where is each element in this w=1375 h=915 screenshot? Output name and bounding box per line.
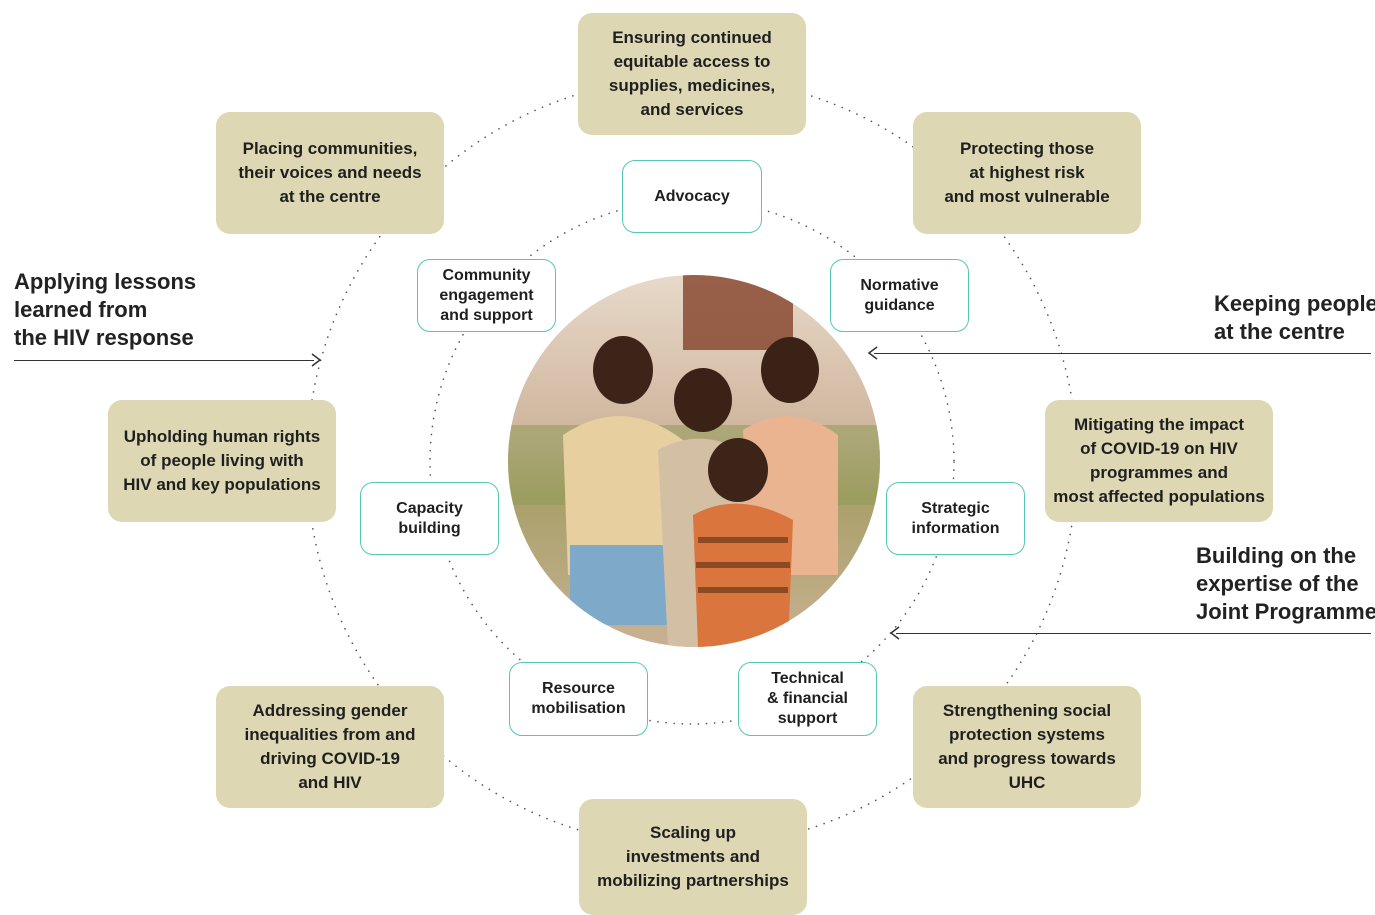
outer-box-line: their voices and needs [238, 163, 422, 182]
inner-box-line: Advocacy [654, 187, 730, 205]
inner-box-line: engagement [439, 286, 534, 304]
inner-box-advocacy: Advocacy [622, 160, 762, 233]
inner-box-capacity-building: Capacity building [360, 482, 499, 555]
outer-box-line: at highest risk [969, 163, 1085, 182]
outer-box-line: programmes and [1090, 463, 1228, 482]
inner-box-line: mobilisation [531, 700, 626, 717]
heading-applying-lessons: Applying lessons learned from the HIV re… [14, 268, 196, 352]
outer-box-line: Placing communities, [242, 139, 418, 158]
outer-box-line: mobilizing partnerships [597, 871, 789, 890]
inner-box-community-engagement: Community engagement and support [417, 259, 556, 332]
outer-box-line: supplies, medicines, [608, 76, 776, 95]
outer-box-human-rights: Upholding human rights of people living … [108, 400, 336, 522]
heading-line: at the centre [1214, 319, 1345, 344]
inner-box-line: and support [440, 306, 533, 324]
heading-line: expertise of the [1196, 571, 1359, 596]
heading-line: Joint Programme [1196, 599, 1375, 624]
inner-box-line: Strategic [921, 499, 990, 517]
heading-line: Building on the [1196, 543, 1357, 568]
outer-box-line: of people living with [140, 451, 304, 470]
inner-box-line: Capacity [396, 499, 463, 517]
inner-box-line: guidance [864, 296, 935, 314]
inner-box-line: Community [442, 266, 531, 284]
outer-box-line: UHC [1008, 773, 1046, 792]
outer-box-mitigating: Mitigating the impact of COVID-19 on HIV… [1045, 400, 1273, 522]
outer-box-line: inequalities from and [244, 725, 416, 744]
outer-box-line: of COVID-19 on HIV [1080, 439, 1238, 458]
inner-box-strategic-information: Strategic information [886, 482, 1025, 555]
outer-box-line: equitable access to [613, 52, 771, 71]
heading-line: the HIV response [14, 325, 194, 350]
inner-box-line: Normative [860, 276, 939, 294]
outer-box-line: and most vulnerable [944, 187, 1110, 206]
outer-box-line: protection systems [949, 725, 1105, 744]
heading-building-expertise: Building on the expertise of the Joint P… [1196, 542, 1375, 626]
inner-box-normative-guidance: Normative guidance [830, 259, 969, 332]
outer-box-line: Mitigating the impact [1074, 415, 1244, 434]
inner-dotted-ring [429, 199, 955, 725]
inner-box-technical-financial: Technical & financial support [738, 662, 877, 736]
outer-box-protecting: Protecting those at highest risk and mos… [913, 112, 1141, 234]
inner-box-line: & financial [767, 690, 848, 707]
outer-box-scaling: Scaling up investments and mobilizing pa… [579, 799, 807, 915]
arrow-left-line [14, 360, 314, 361]
arrow-right-head-icon [311, 353, 322, 367]
inner-box-line: building [398, 519, 461, 537]
outer-box-communities: Placing communities, their voices and ne… [216, 112, 444, 234]
outer-box-gender: Addressing gender inequalities from and … [216, 686, 444, 808]
center-photo [508, 275, 880, 647]
inner-box-resource-mobilisation: Resource mobilisation [509, 662, 648, 736]
inner-box-line: Technical [771, 670, 844, 687]
heading-line: learned from [14, 297, 148, 322]
heading-line: Applying lessons [14, 269, 197, 294]
heading-keeping-people: Keeping people at the centre [1214, 290, 1375, 346]
outer-box-supplies: Ensuring continued equitable access to s… [578, 13, 806, 135]
outer-box-line: and progress towards [938, 749, 1116, 768]
outer-box-line: HIV and key populations [123, 475, 321, 494]
inner-box-line: information [911, 519, 1000, 537]
outer-box-line: investments and [625, 847, 761, 866]
arrow-top-right-line [874, 353, 1371, 354]
inner-box-line: Resource [542, 680, 615, 697]
inner-box-line: support [777, 710, 838, 727]
arrow-bottom-right-line [896, 633, 1371, 634]
outer-box-line: driving COVID-19 [260, 749, 400, 768]
outer-box-line: and HIV [298, 773, 362, 792]
arrow-left-head-icon [889, 626, 900, 640]
outer-box-line: Ensuring continued [612, 28, 772, 47]
outer-box-line: and services [640, 100, 744, 119]
outer-box-line: Strengthening social [942, 701, 1112, 720]
heading-line: Keeping people [1214, 291, 1375, 316]
outer-box-line: Scaling up [650, 823, 736, 842]
outer-box-line: at the centre [279, 187, 381, 206]
outer-box-line: Upholding human rights [123, 427, 321, 446]
outer-box-line: most affected populations [1053, 487, 1265, 506]
outer-box-line: Addressing gender [252, 701, 408, 720]
outer-box-line: Protecting those [959, 139, 1095, 158]
arrow-left-head-icon [867, 346, 878, 360]
outer-box-social-protection: Strengthening social protection systems … [913, 686, 1141, 808]
